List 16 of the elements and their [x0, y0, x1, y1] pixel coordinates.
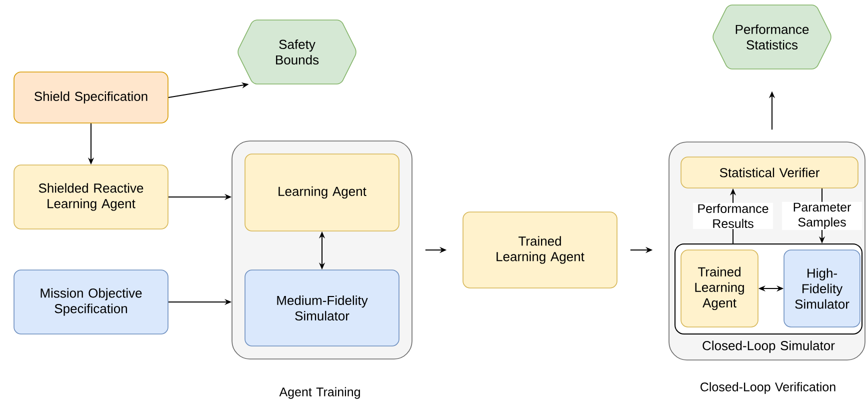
process-box: Trained Learning Agent: [680, 250, 758, 328]
hexagon: Performance Statistics: [712, 4, 832, 70]
process-box: Trained Learning Agent: [462, 212, 618, 288]
process-box: Shield Specification: [14, 72, 168, 124]
process-box: Mission Objective Specification: [14, 270, 168, 334]
node-label: Closed-Loop Simulator: [702, 340, 835, 353]
hexagon: Safety Bounds: [238, 20, 356, 84]
edge-label: Performance Results: [693, 202, 773, 230]
node-label: Closed-Loop Verification: [700, 382, 836, 394]
process-box: Medium-Fidelity Simulator: [244, 270, 400, 346]
process-box: Learning Agent: [244, 154, 400, 232]
process-box: Shielded Reactive Learning Agent: [14, 164, 168, 230]
process-box: Statistical Verifier: [680, 156, 858, 188]
process-box: High-Fidelity Simulator: [784, 250, 860, 328]
node-label: Agent Training: [279, 387, 360, 399]
edge-label: Parameter Samples: [782, 202, 862, 230]
